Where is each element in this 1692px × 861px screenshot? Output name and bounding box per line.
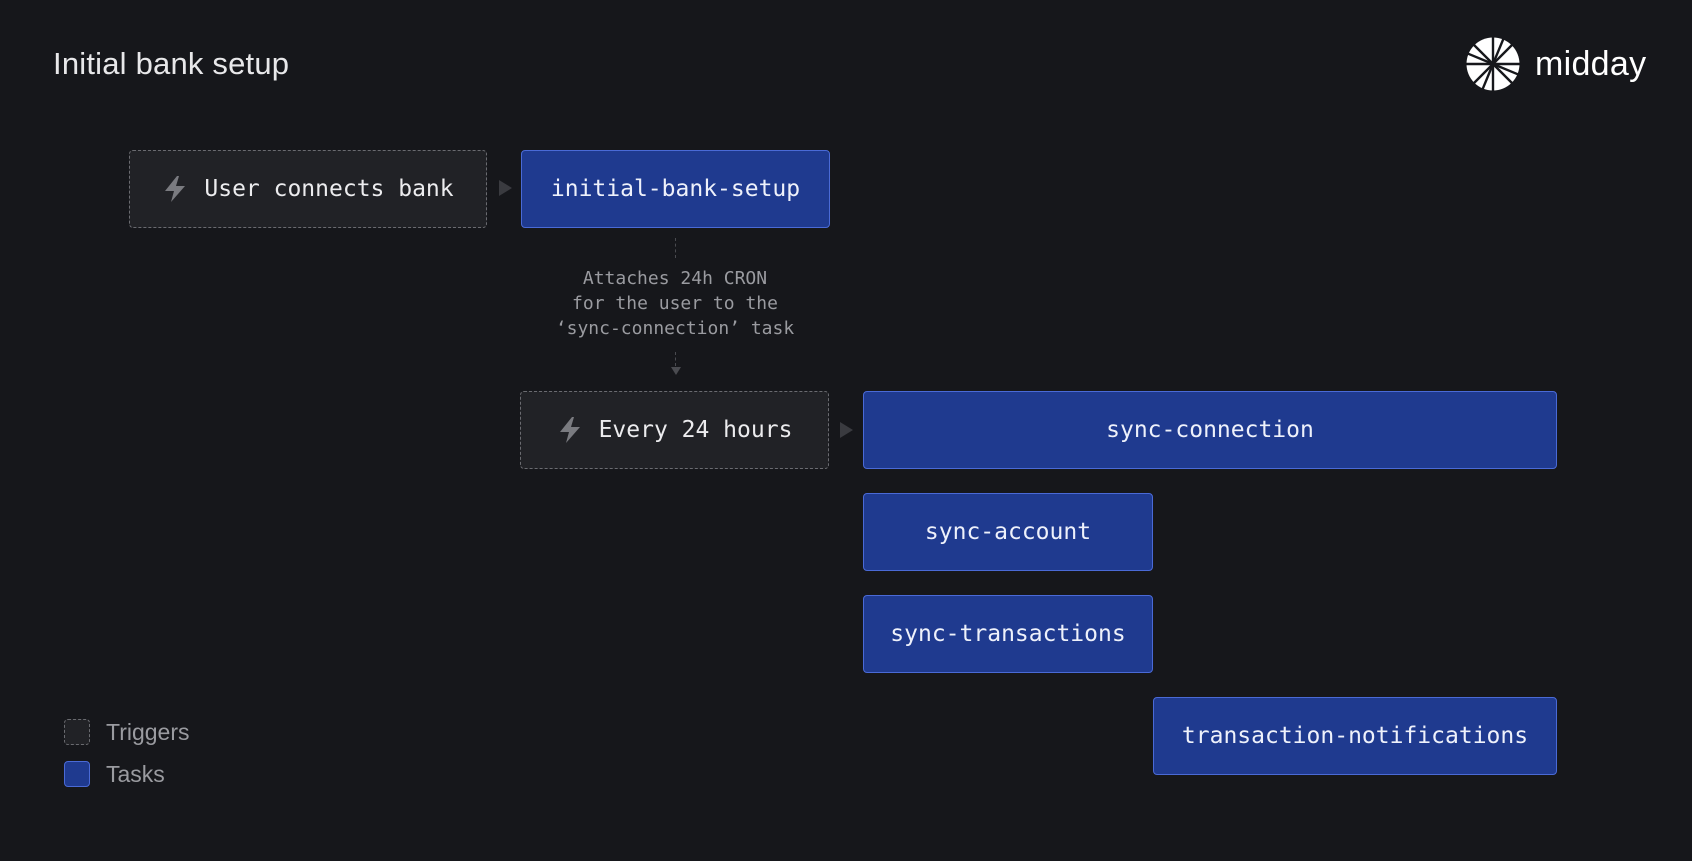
cron-note: Attaches 24h CRON for the user to the ‘s… — [555, 268, 795, 339]
flow-arrow — [840, 422, 853, 438]
legend-swatch-triggers — [64, 719, 90, 745]
legend-label: Tasks — [106, 760, 165, 787]
task-sync-account: sync-account — [863, 493, 1153, 571]
legend-label: Triggers — [106, 718, 190, 745]
task-sync-connection: sync-connection — [863, 391, 1557, 469]
task-initial-bank-setup: initial-bank-setup — [521, 150, 830, 228]
legend-item-tasks: Tasks — [64, 760, 190, 788]
task-sync-transactions: sync-transactions — [863, 595, 1153, 673]
connector-line — [675, 238, 676, 258]
trigger-label: User connects bank — [204, 176, 454, 202]
brand: midday — [1466, 37, 1646, 91]
midday-logo-icon — [1466, 37, 1520, 91]
task-transaction-notifications: transaction-notifications — [1153, 697, 1557, 775]
connector-arrowhead — [671, 367, 681, 375]
legend-item-triggers: Triggers — [64, 718, 190, 746]
trigger-user-connects-bank: User connects bank — [129, 150, 487, 228]
lightning-bolt-icon — [162, 175, 188, 203]
page-title: Initial bank setup — [53, 46, 290, 81]
legend: Triggers Tasks — [64, 718, 190, 802]
connector-line — [675, 352, 676, 366]
flow-arrow — [499, 180, 512, 196]
legend-swatch-tasks — [64, 761, 90, 787]
trigger-label: Every 24 hours — [598, 417, 793, 443]
brand-name: midday — [1535, 44, 1647, 83]
trigger-every-24-hours: Every 24 hours — [520, 391, 829, 469]
lightning-bolt-icon — [557, 416, 583, 444]
